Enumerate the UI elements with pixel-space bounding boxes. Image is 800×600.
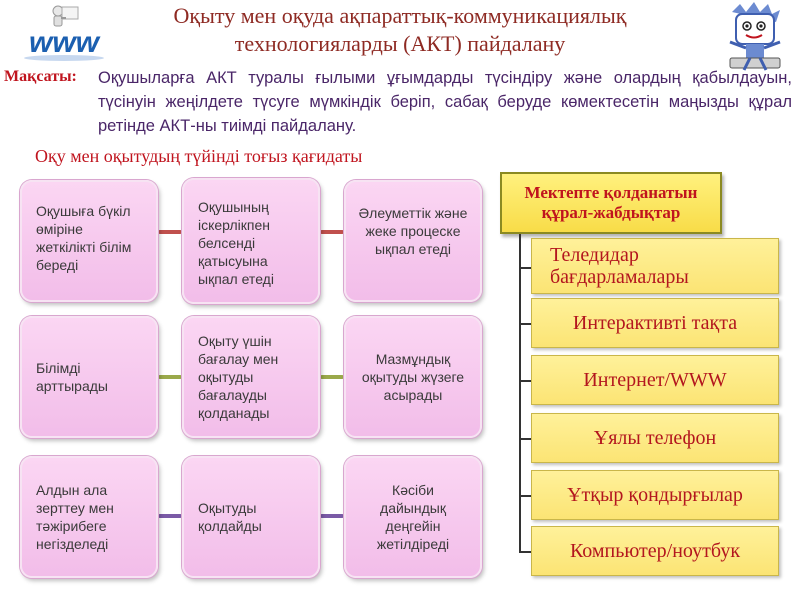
tool-branch-2 [519, 323, 531, 325]
goal-label: Мақсаты: [4, 68, 77, 85]
tools-heading: Мектепте қолданатын құрал-жабдықтар [500, 172, 722, 234]
principles-title: Оқу мен оқытудың түйінді тоғыз қағидаты [35, 146, 363, 166]
tool-text-1: Теледидар бағдарламалары [550, 244, 689, 288]
www-logo-text: www [29, 26, 101, 59]
principle-text-3: Әлеуметтік және жеке процеске ықпал етед… [358, 205, 468, 257]
principle-text-9: Кәсіби дайындық деңгейін жетілдіреді [376, 482, 450, 552]
principle-box-4: Білімді арттырады [20, 316, 158, 438]
tool-item-mobile-devices: Ұтқыр қондырғылар [531, 470, 779, 520]
tool-text-6: Компьютер/ноутбук [569, 540, 741, 562]
page-title: Оқыту мен оқуда ақпараттық-коммуникациял… [110, 2, 690, 58]
tool-branch-3 [519, 380, 531, 382]
principle-box-3: Әлеуметтік және жеке процеске ықпал етед… [344, 180, 482, 302]
principle-text-2: Оқушының іскерлікпен белсенді қатысуына … [198, 199, 274, 287]
tool-text-5: Ұтқыр қондырғылар [567, 484, 743, 506]
connector-r1b [320, 230, 344, 234]
principle-text-8: Оқытуды қолдайды [198, 500, 262, 534]
tool-item-internet: Интернет/WWW [531, 355, 779, 405]
tool-branch-6 [519, 551, 531, 553]
computer-mascot-icon [724, 2, 786, 72]
connector-r2b [320, 375, 344, 379]
principle-box-1: Оқушыға бүкіл өміріне жеткілікті білім б… [20, 180, 158, 302]
tools-hierarchy-line [519, 234, 521, 552]
principle-box-8: Оқытуды қолдайды [182, 456, 320, 578]
tool-item-tv: Теледидар бағдарламалары [531, 238, 779, 294]
tool-text-4: Ұялы телефон [593, 427, 717, 449]
tool-text-2: Интерактивті тақта [572, 312, 738, 334]
principle-box-7: Алдын ала зерттеу мен тәжірибеге негізде… [20, 456, 158, 578]
principle-box-2: Оқушының іскерлікпен белсенді қатысуына … [182, 178, 320, 304]
principle-text-7: Алдын ала зерттеу мен тәжірибеге негізде… [36, 482, 114, 552]
connector-r1a [158, 230, 182, 234]
tool-item-interactive-board: Интерактивті тақта [531, 298, 779, 348]
principle-text-6: Мазмұндық оқытуды жүзеге асырады [361, 351, 465, 403]
person-with-sign-icon [52, 5, 79, 27]
principle-box-9: Кәсіби дайындық деңгейін жетілдіреді [344, 456, 482, 578]
www-logo: www [18, 4, 110, 64]
principle-text-4: Білімді арттырады [36, 360, 108, 394]
goal-text: Оқушыларға АКТ туралы ғылыми ұғымдарды т… [98, 69, 792, 135]
tool-text-3: Интернет/WWW [583, 369, 727, 391]
connector-r3b [320, 514, 344, 518]
title-line-2: технологияларды (АКТ) пайдалану [234, 31, 566, 56]
tool-branch-5 [519, 495, 531, 497]
principle-text-5: Оқыту үшін бағалау мен оқытуды бағалауды… [198, 333, 279, 421]
tool-item-computer-laptop: Компьютер/ноутбук [531, 526, 779, 576]
title-line-1: Оқыту мен оқуда ақпараттық-коммуникациял… [173, 3, 627, 28]
connector-r3a [158, 514, 182, 518]
tool-branch-1 [519, 267, 531, 269]
connector-r2a [158, 375, 182, 379]
tool-branch-4 [519, 438, 531, 440]
principle-box-5: Оқыту үшін бағалау мен оқытуды бағалауды… [182, 316, 320, 438]
principle-box-6: Мазмұндық оқытуды жүзеге асырады [344, 316, 482, 438]
principle-text-1: Оқушыға бүкіл өміріне жеткілікті білім б… [36, 203, 132, 273]
tool-item-mobile-phone: Ұялы телефон [531, 413, 779, 463]
